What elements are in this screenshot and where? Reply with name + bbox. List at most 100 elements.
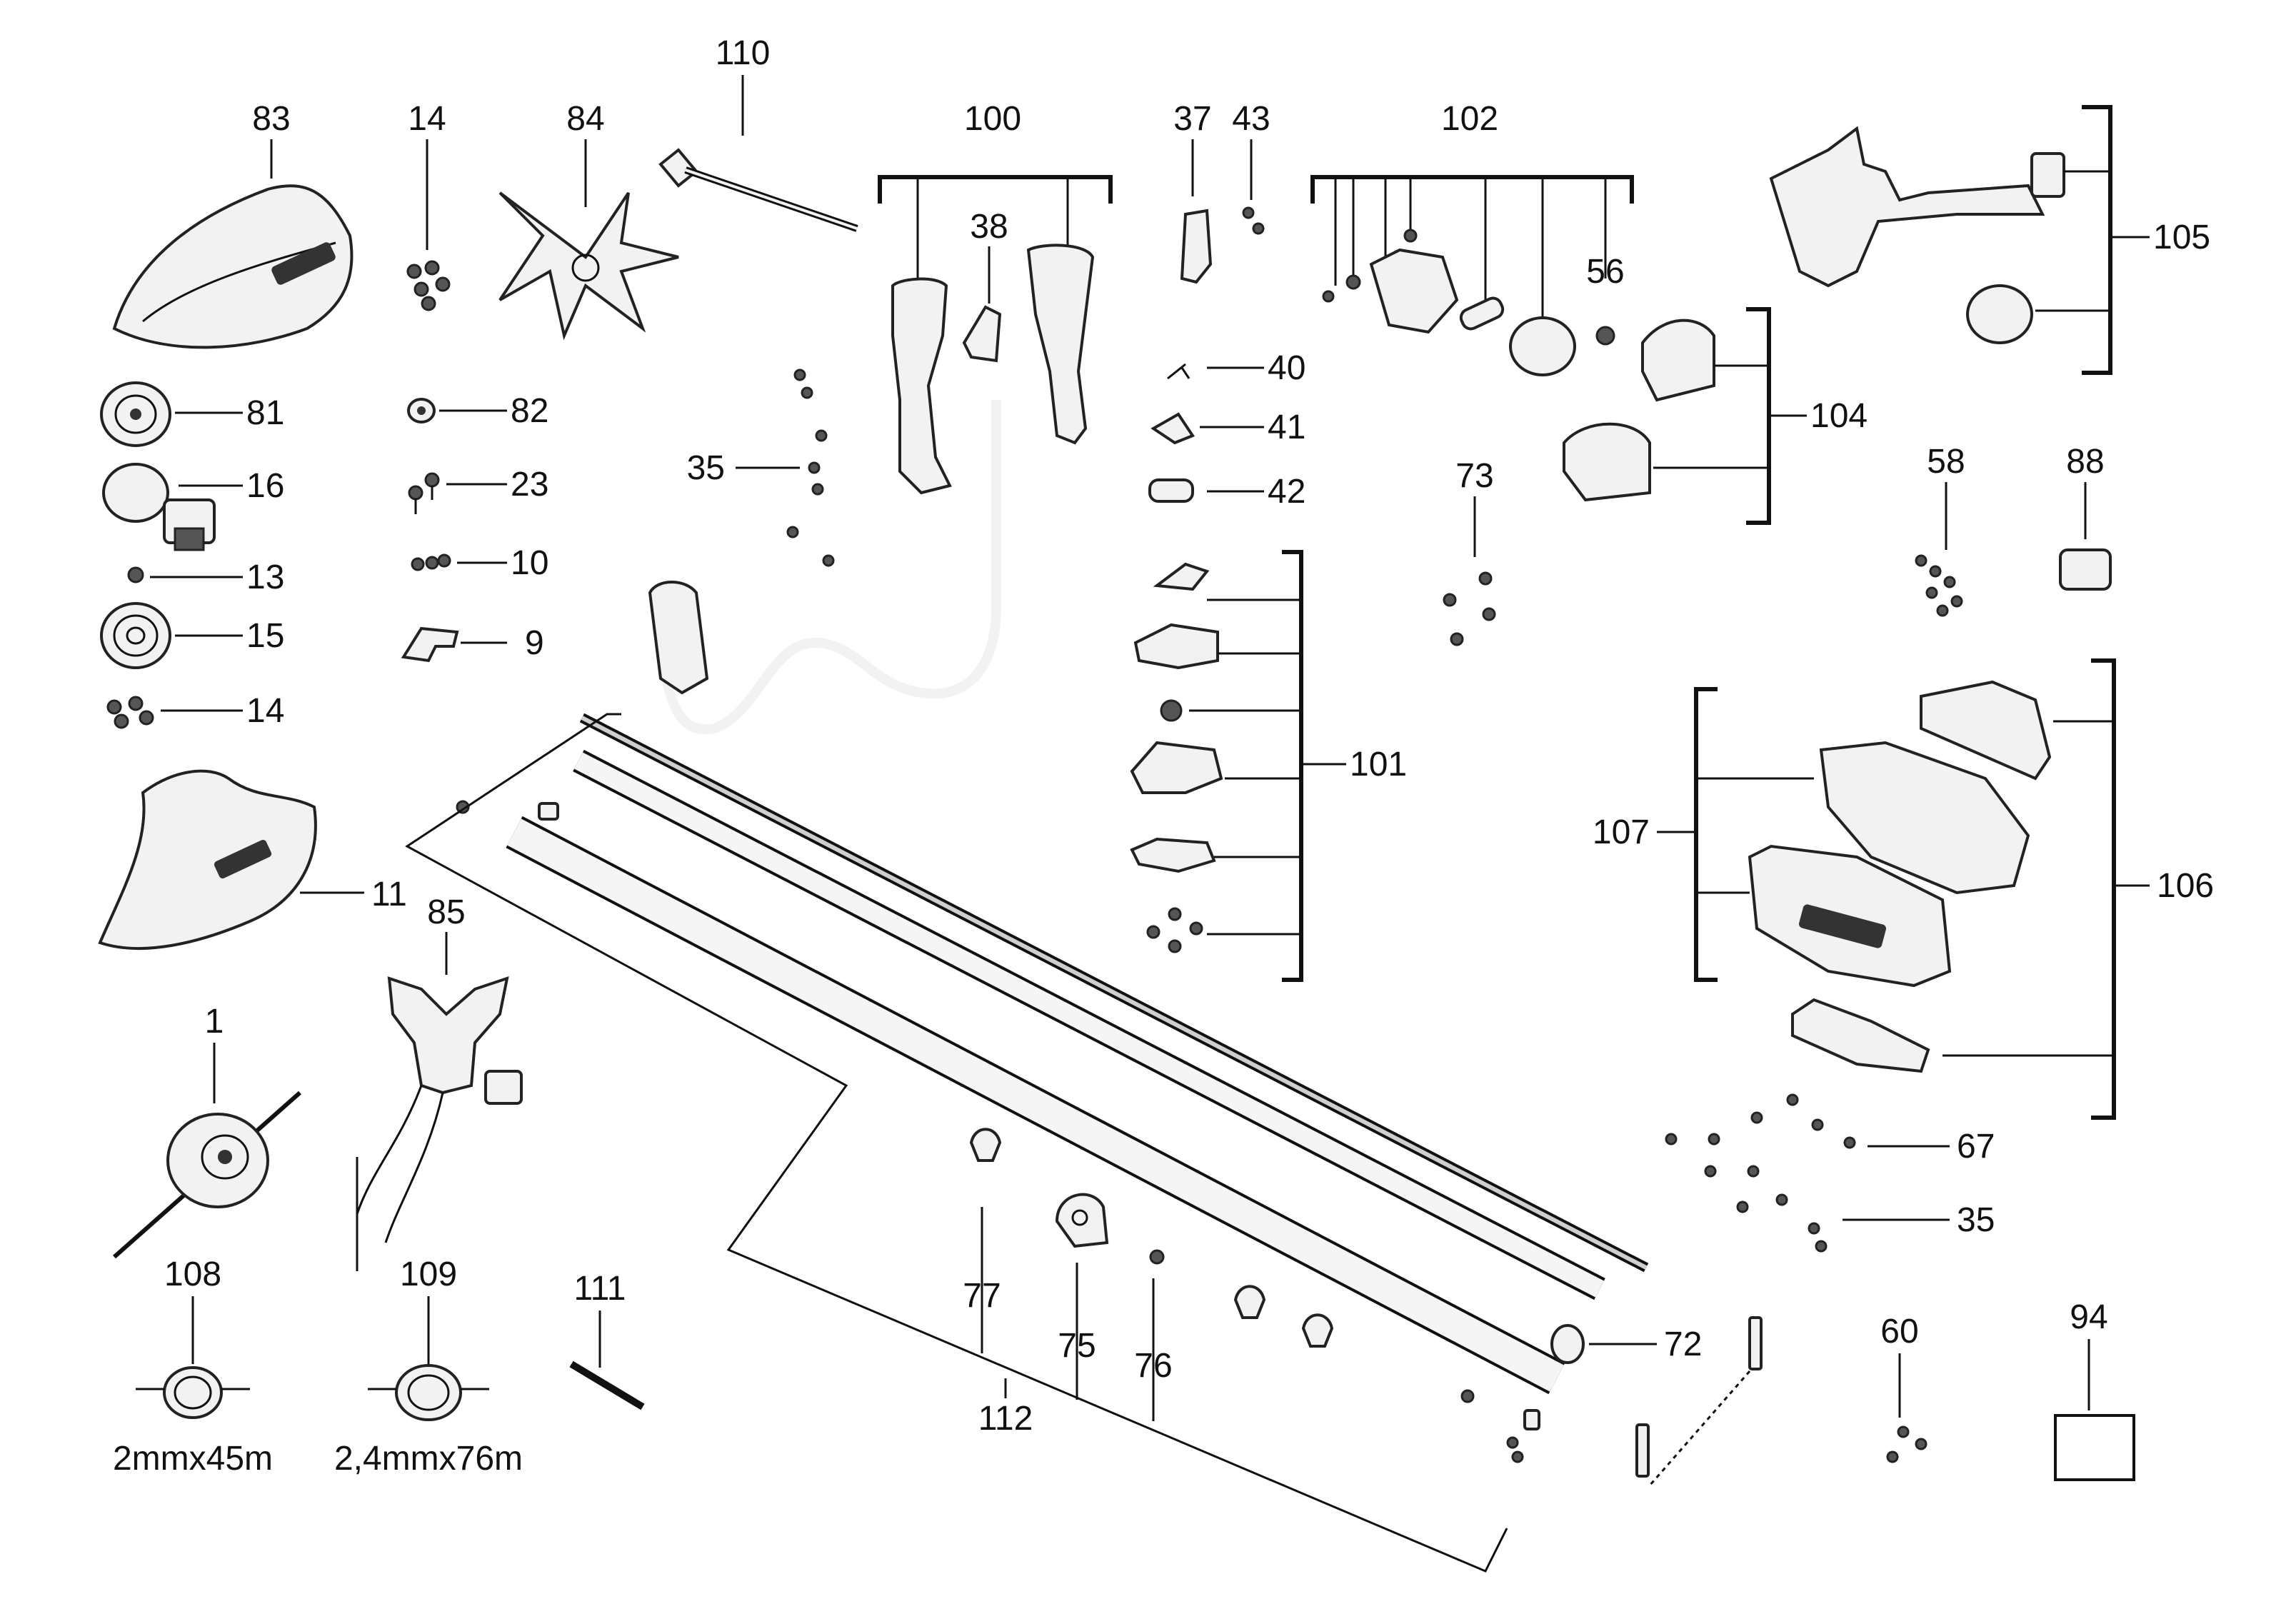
part-100-handle-halves — [891, 244, 1095, 495]
spec-108: 2mmx45m — [113, 1440, 273, 1478]
label-1: 1 — [205, 1003, 224, 1041]
label-83: 83 — [252, 100, 290, 138]
label-111: 111 — [574, 1270, 626, 1308]
part-72-collar — [1550, 1324, 1585, 1364]
part-shaft-liner — [573, 749, 1605, 1300]
part-14-screws-upper — [406, 260, 451, 311]
label-112: 112 — [978, 1400, 1033, 1438]
label-105: 105 — [2153, 219, 2210, 256]
label-102: 102 — [1441, 100, 1498, 138]
label-40: 40 — [1268, 349, 1305, 387]
label-73: 73 — [1455, 457, 1493, 495]
part-1-trimmer-head — [113, 1091, 301, 1259]
part-35-screws-handle — [786, 369, 835, 567]
part-101-housing-set — [1130, 562, 1301, 953]
label-14a: 14 — [408, 100, 446, 138]
part-37-lock — [1180, 209, 1213, 284]
label-107: 107 — [1593, 813, 1650, 851]
part-73-screws — [1443, 571, 1496, 646]
part-shaft-bushing — [538, 802, 559, 821]
label-60: 60 — [1880, 1313, 1918, 1350]
label-67: 67 — [1957, 1128, 1995, 1166]
label-100: 100 — [964, 100, 1021, 138]
part-111-pin — [569, 1360, 645, 1410]
label-35a: 35 — [687, 449, 725, 487]
part-109-line-spool — [368, 1364, 489, 1421]
part-94-label-plate — [2054, 1414, 2135, 1481]
part-shaft-plug — [456, 800, 470, 814]
part-clips-extra — [1233, 1285, 1540, 1463]
label-72: 72 — [1664, 1325, 1702, 1363]
label-101: 101 — [1350, 746, 1407, 783]
part-81-disc — [100, 381, 171, 447]
label-42: 42 — [1268, 473, 1305, 511]
part-9-bracket — [401, 626, 459, 663]
spec-109: 2,4mmx76m — [334, 1440, 523, 1478]
part-106-battery-housing — [1748, 680, 2052, 1073]
label-84: 84 — [566, 100, 604, 138]
part-110-wrench — [658, 148, 858, 232]
label-9: 9 — [525, 624, 544, 662]
part-88-block — [2059, 548, 2112, 591]
part-84-blade — [498, 191, 679, 341]
label-76: 76 — [1134, 1347, 1172, 1385]
part-23-bolts — [408, 472, 440, 514]
label-75: 75 — [1058, 1327, 1096, 1365]
label-14b: 14 — [246, 692, 284, 730]
label-23: 23 — [511, 466, 548, 503]
label-11: 11 — [371, 876, 407, 913]
label-13: 13 — [246, 558, 284, 596]
part-14-screws-lower — [106, 696, 154, 729]
part-41-latch — [1150, 412, 1195, 445]
part-11-lower-guard — [98, 769, 317, 951]
label-85: 85 — [427, 893, 465, 931]
part-43-screws — [1242, 206, 1265, 235]
part-13-screw — [127, 566, 144, 583]
part-40-spring — [1167, 363, 1190, 380]
part-75-clamp — [1055, 1193, 1109, 1248]
part-82-washer — [407, 398, 436, 423]
label-81: 81 — [246, 394, 284, 432]
label-94: 94 — [2070, 1298, 2107, 1336]
label-10: 10 — [511, 544, 548, 582]
part-77-clip — [969, 1128, 1002, 1162]
part-drive-shaft — [579, 713, 1649, 1273]
label-108: 108 — [164, 1255, 221, 1293]
label-35b: 35 — [1957, 1201, 1995, 1239]
part-16-head-assembly — [102, 463, 216, 551]
label-16: 16 — [246, 467, 284, 505]
label-37: 37 — [1173, 100, 1211, 138]
part-108-line-spool — [136, 1366, 250, 1419]
label-109: 109 — [400, 1255, 457, 1293]
part-112-outline — [405, 713, 1508, 1573]
part-102-motor-set — [1322, 229, 1615, 376]
label-82: 82 — [511, 392, 548, 430]
label-38: 38 — [970, 208, 1008, 246]
label-41: 41 — [1268, 408, 1305, 446]
part-loop-handle — [648, 400, 1001, 735]
label-110: 110 — [716, 34, 771, 72]
label-104: 104 — [1810, 397, 1868, 435]
label-88: 88 — [2066, 443, 2104, 481]
part-67-35-screws — [1665, 1093, 1856, 1253]
label-77: 77 — [963, 1277, 1001, 1315]
part-83-upper-guard — [112, 184, 354, 349]
part-10-nuts — [411, 553, 451, 571]
label-43: 43 — [1232, 100, 1270, 138]
label-56: 56 — [1586, 253, 1624, 291]
part-shaft-pins — [1635, 1316, 1763, 1486]
part-105-electronics — [1769, 126, 2110, 344]
part-58-screws — [1915, 554, 1963, 617]
part-38-trigger — [962, 305, 1002, 363]
part-42-button — [1148, 478, 1194, 503]
part-shaft-tube — [506, 816, 1565, 1395]
label-58: 58 — [1927, 443, 1965, 481]
part-76-screw — [1149, 1249, 1165, 1265]
part-60-set-screws — [1886, 1425, 1927, 1463]
part-104-motor-housing — [1563, 319, 1769, 502]
label-15: 15 — [246, 617, 284, 655]
label-106: 106 — [2157, 867, 2214, 905]
part-15-spool-cover — [100, 602, 171, 669]
